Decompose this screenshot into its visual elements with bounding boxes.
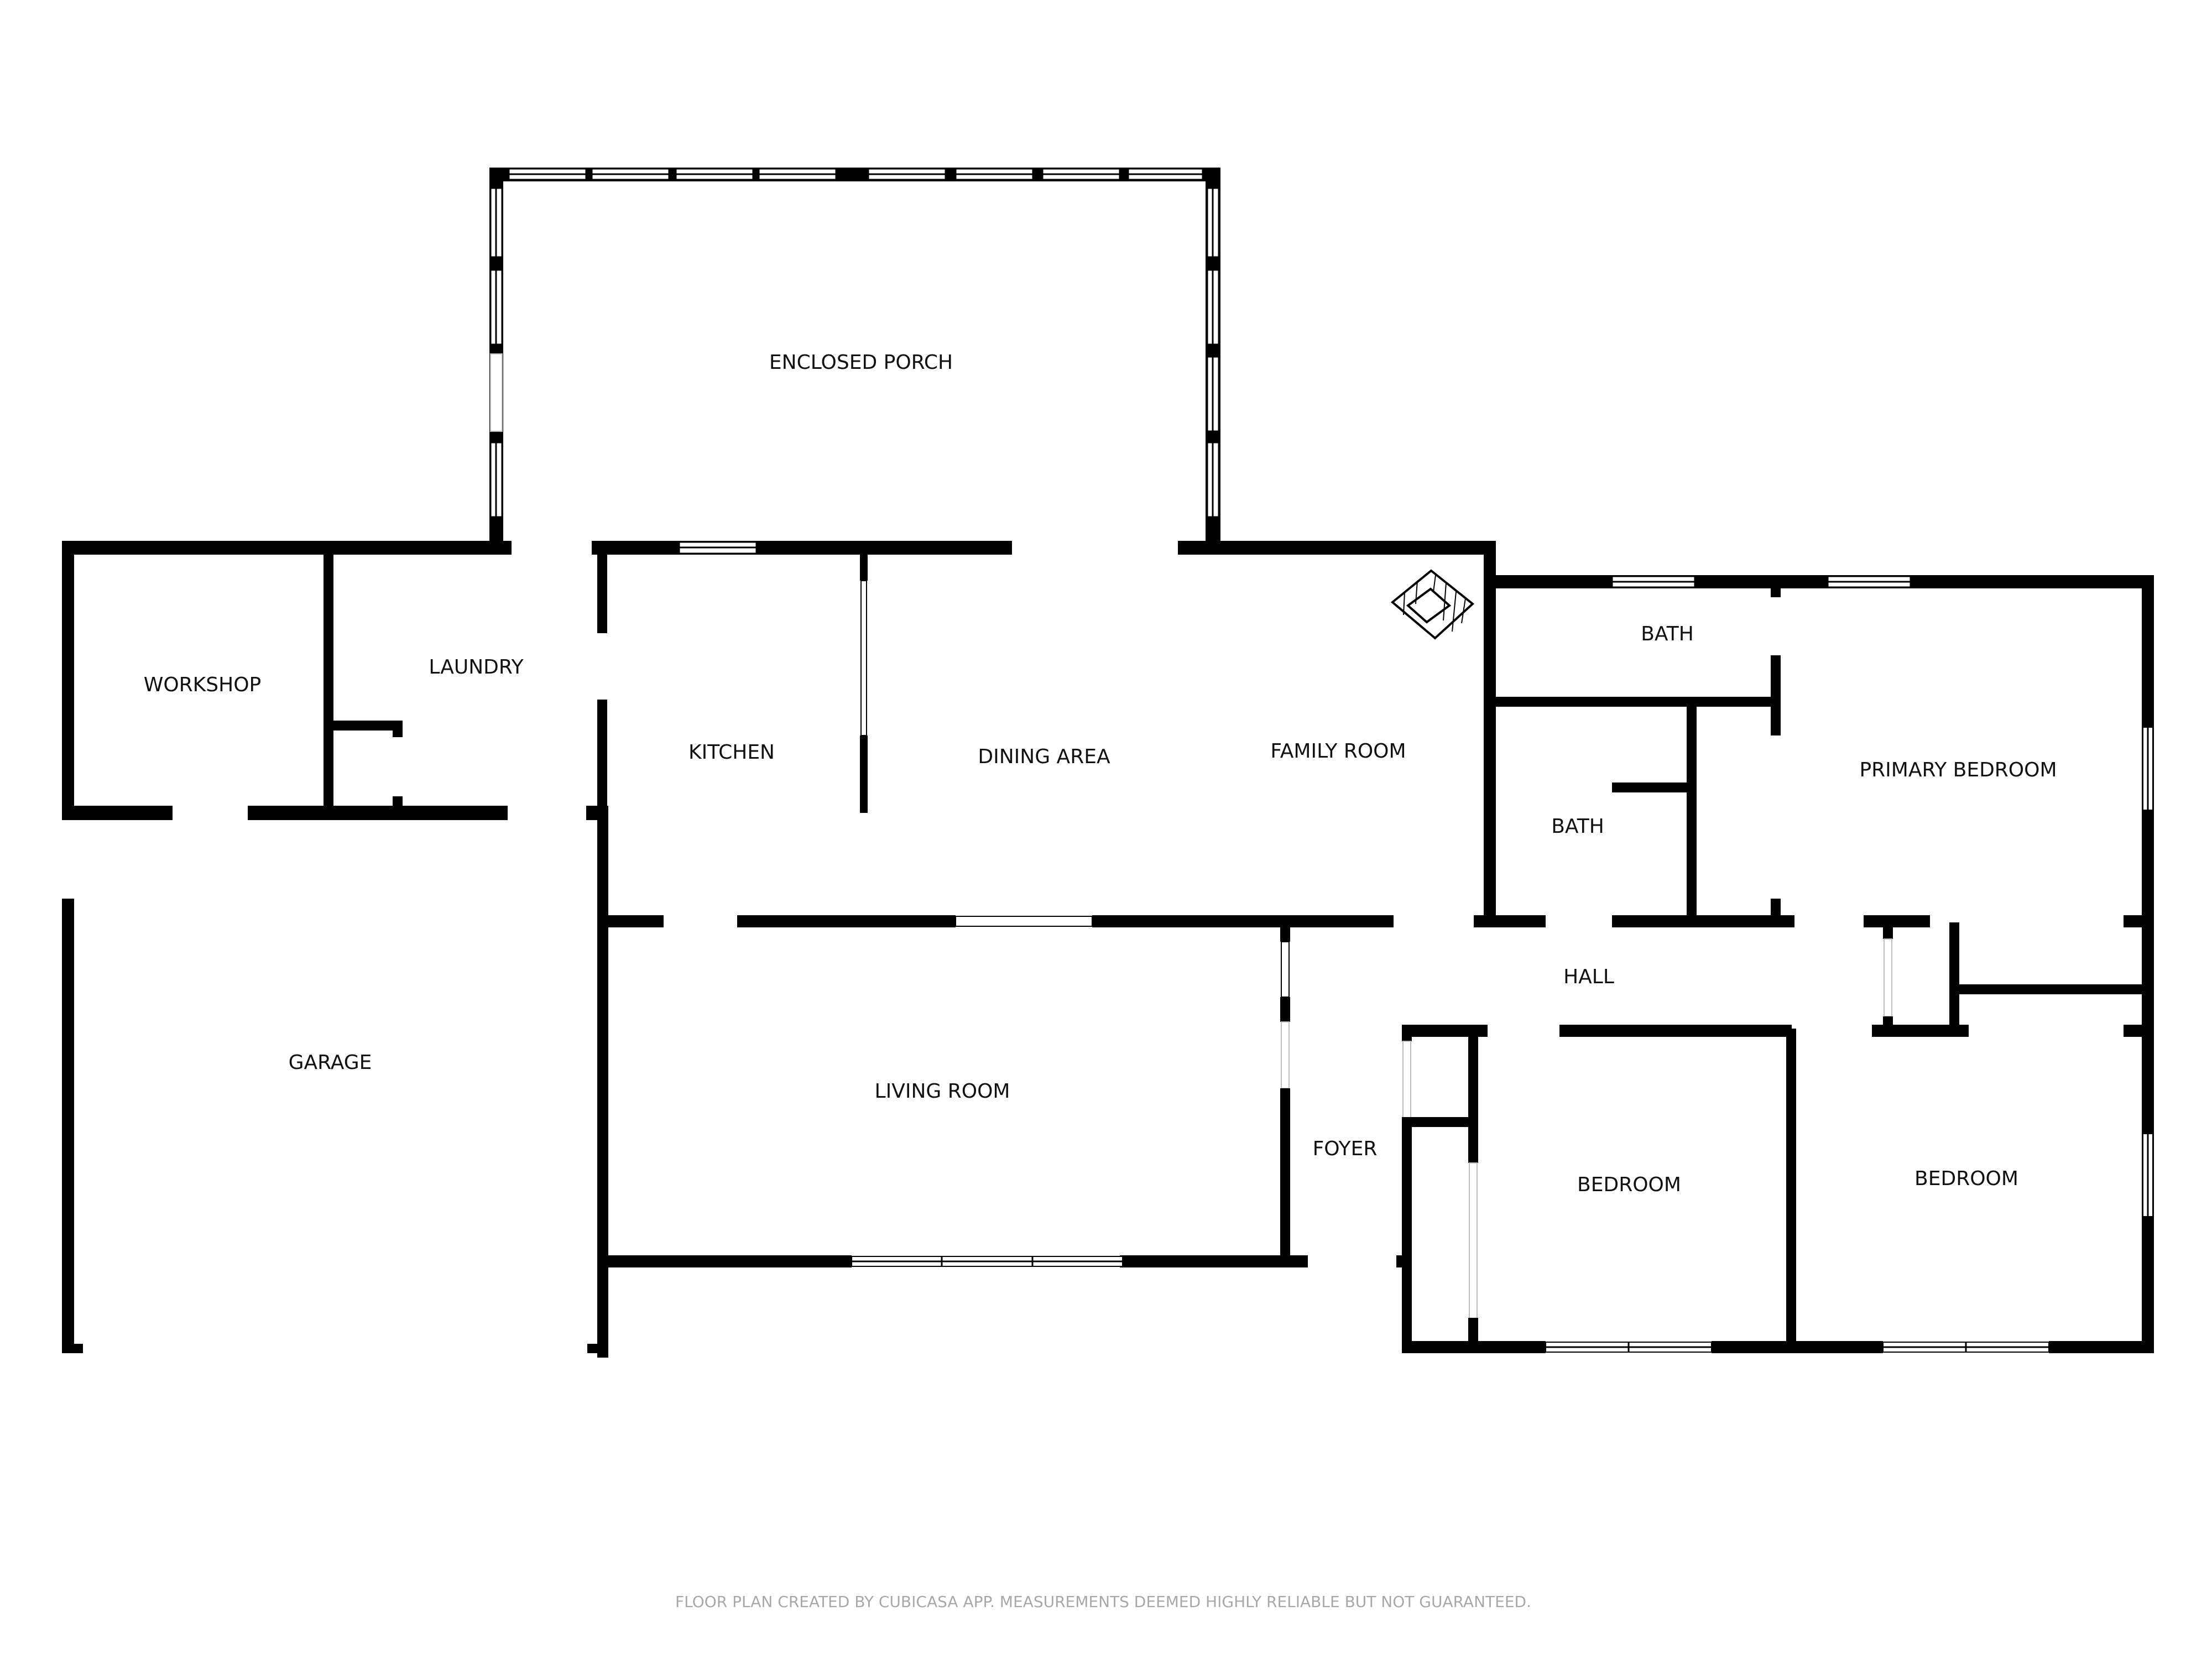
footer-disclaimer: FLOOR PLAN CREATED BY CUBICASA APP. MEAS… [675, 1593, 1531, 1611]
room-label-living-room: LIVING ROOM [875, 1080, 1010, 1103]
room-label-bath-upper: BATH [1641, 623, 1694, 645]
right-wing-walls [1402, 541, 2154, 1353]
room-label-bath-lower: BATH [1551, 815, 1604, 838]
room-label-foyer: FOYER [1313, 1138, 1378, 1160]
room-label-kitchen: KITCHEN [688, 741, 775, 764]
window-icon [1206, 187, 1220, 518]
room-label-enclosed-porch: ENCLOSED PORCH [769, 351, 953, 374]
room-label-family-room: FAMILY ROOM [1270, 740, 1406, 763]
window-icon [508, 168, 1204, 181]
room-label-dining-area: DINING AREA [978, 745, 1110, 768]
room-label-bedroom-1: BEDROOM [1577, 1173, 1681, 1196]
room-label-hall: HALL [1563, 966, 1614, 988]
room-labels: ENCLOSED PORCH WORKSHOP LAUNDRY KITCHEN … [144, 351, 2057, 1196]
window-icon [489, 187, 503, 518]
room-label-garage: GARAGE [289, 1051, 372, 1074]
fireplace-icon [1390, 569, 1475, 640]
room-label-primary-bedroom: PRIMARY BEDROOM [1859, 759, 2057, 781]
room-label-laundry: LAUNDRY [429, 656, 524, 679]
room-label-workshop: WORKSHOP [144, 674, 262, 696]
porch-windows [489, 168, 1220, 518]
main-walls [62, 541, 1546, 1358]
room-label-bedroom-2: BEDROOM [1914, 1167, 2018, 1190]
